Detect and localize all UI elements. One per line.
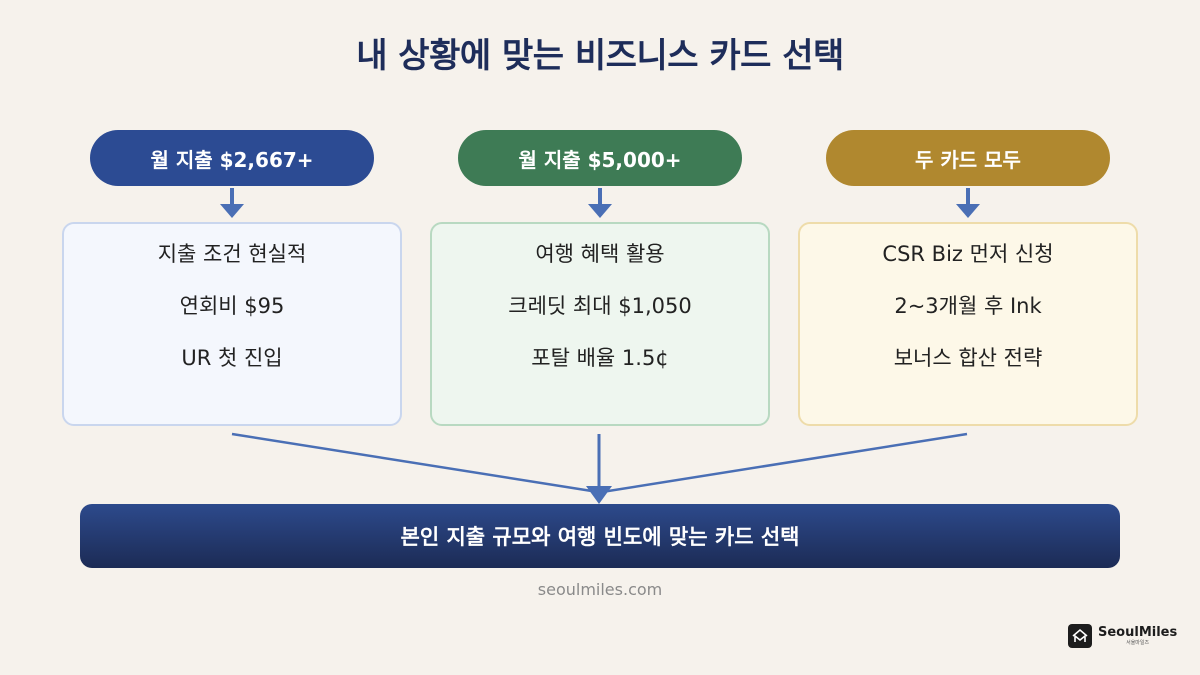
logo-name: SeoulMiles [1098, 624, 1178, 640]
header-pill-both-cards: 두 카드 모두 [826, 130, 1110, 186]
card-line: CSR Biz 먼저 신청 [882, 242, 1054, 266]
house-m-icon [1068, 624, 1092, 648]
card-line: 2~3개월 후 Ink [894, 294, 1042, 318]
arrow-down-icon [220, 188, 244, 218]
arrow-head-icon [586, 486, 612, 504]
card-spend-5000: 여행 혜택 활용 크레딧 최대 $1,050 포탈 배율 1.5¢ [430, 222, 770, 426]
card-line: 크레딧 최대 $1,050 [508, 294, 692, 318]
card-line: 지출 조건 현실적 [157, 242, 307, 266]
website-label: seoulmiles.com [537, 580, 663, 599]
header-pill-spend-5000: 월 지출 $5,000+ [458, 130, 742, 186]
card-line: UR 첫 진입 [181, 346, 283, 370]
card-line: 여행 혜택 활용 [535, 242, 665, 266]
arrow-down-icon [588, 188, 612, 218]
card-line: 포탈 배율 1.5¢ [531, 346, 669, 370]
page-title: 내 상황에 맞는 비즈니스 카드 선택 [356, 36, 844, 76]
card-line: 보너스 합산 전략 [893, 346, 1043, 370]
result-banner: 본인 지출 규모와 여행 빈도에 맞는 카드 선택 [80, 504, 1120, 568]
card-spend-2667: 지출 조건 현실적 연회비 $95 UR 첫 진입 [62, 222, 402, 426]
card-both-cards: CSR Biz 먼저 신청 2~3개월 후 Ink 보너스 합산 전략 [798, 222, 1138, 426]
connector-line-left [231, 432, 599, 494]
arrow-down-icon [956, 188, 980, 218]
connector-line-right [601, 432, 968, 494]
card-line: 연회비 $95 [179, 294, 285, 318]
brand-logo: SeoulMiles 서울마일즈 [1068, 624, 1177, 648]
logo-subtitle: 서울마일즈 [1126, 639, 1150, 646]
header-pill-spend-2667: 월 지출 $2,667+ [90, 130, 374, 186]
